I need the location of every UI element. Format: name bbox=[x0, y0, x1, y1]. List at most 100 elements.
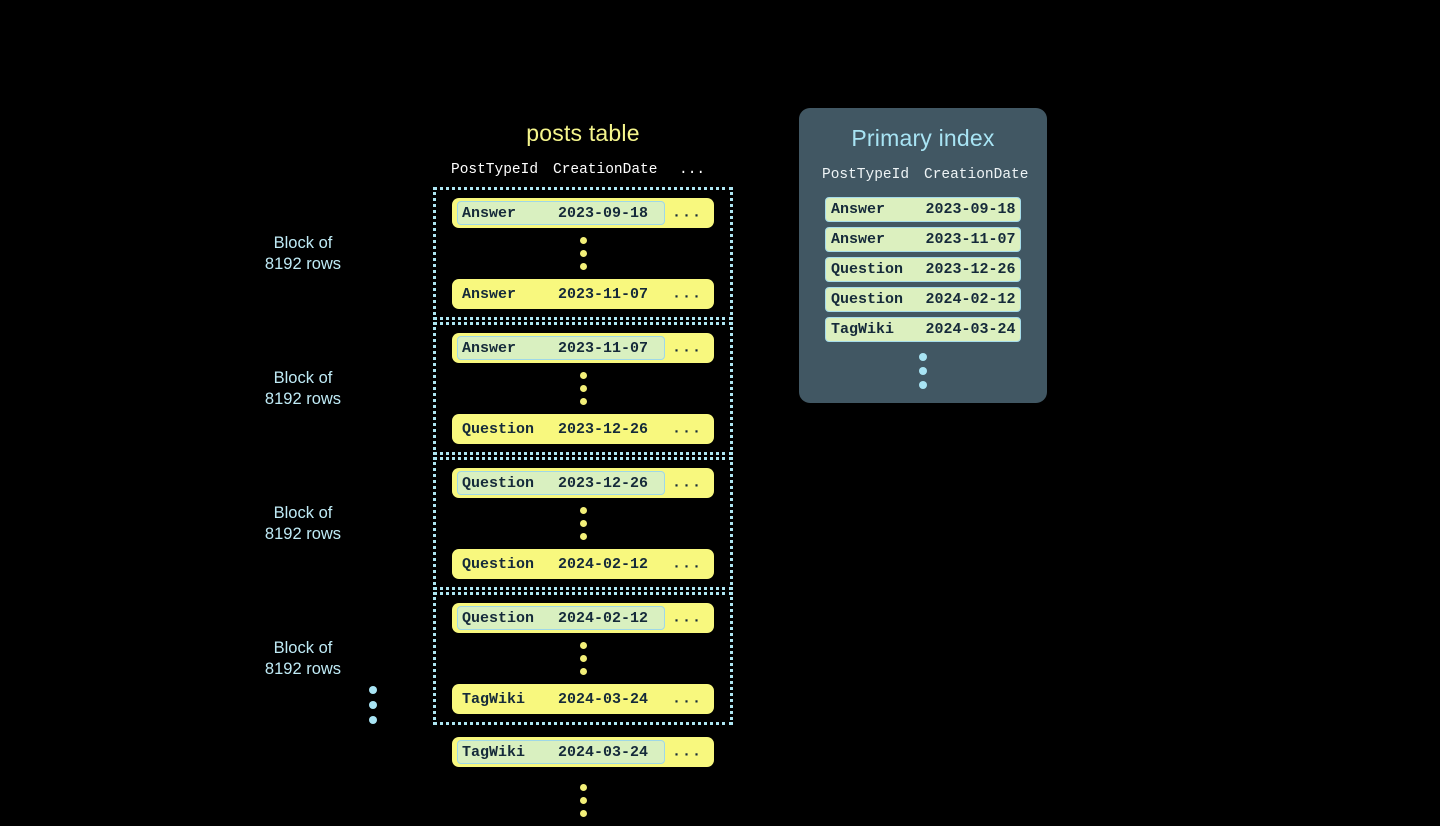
index-entry-row: Answer 2023-11-07 bbox=[825, 227, 1021, 252]
posts-table-tail-dots bbox=[433, 767, 733, 826]
highlighted-key-cells: Question 2023-12-26 bbox=[457, 471, 665, 495]
primary-index-title: Primary index bbox=[851, 125, 995, 151]
dot bbox=[579, 533, 587, 540]
dot bbox=[579, 797, 587, 804]
vertical-dots-yellow bbox=[436, 363, 730, 414]
dot bbox=[579, 642, 587, 649]
cell-posttypeid: Answer bbox=[831, 201, 886, 218]
cell-ellipsis: ... bbox=[671, 690, 702, 708]
key-cells: Answer 2023-11-07 bbox=[457, 282, 665, 306]
storage-block: Answer 2023-09-18... Answer 2023-11-07... bbox=[433, 187, 733, 320]
cell-ellipsis: ... bbox=[671, 609, 702, 627]
cell-creationdate: 2024-02-12 bbox=[558, 609, 649, 627]
cell-posttypeid: Answer bbox=[831, 231, 886, 248]
cell-creationdate: 2023-12-26 bbox=[925, 261, 1016, 278]
dot bbox=[579, 668, 587, 675]
index-entry-row: Question 2023-12-26 bbox=[825, 257, 1021, 282]
cell-creationdate: 2023-12-26 bbox=[558, 420, 649, 438]
cell-creationdate: 2023-09-18 bbox=[558, 204, 649, 222]
cell-posttypeid: Question bbox=[462, 555, 535, 573]
dot bbox=[369, 716, 377, 724]
left-continuation-dots bbox=[369, 686, 377, 724]
column-header-posttypeid: PostTypeId bbox=[451, 162, 539, 178]
cell-ellipsis: ... bbox=[671, 555, 702, 573]
column-header-posttypeid: PostTypeId bbox=[822, 167, 910, 183]
dot bbox=[579, 263, 587, 270]
block-label: Block of 8192 rows bbox=[264, 368, 342, 408]
dot bbox=[579, 520, 587, 527]
posts-table-column-headers: PostTypeId CreationDate ... bbox=[433, 162, 733, 184]
dot bbox=[579, 385, 587, 392]
cell-creationdate: 2024-03-24 bbox=[925, 321, 1016, 338]
dot bbox=[579, 237, 587, 244]
cell-ellipsis: ... bbox=[671, 285, 702, 303]
highlighted-key-cells: Answer 2023-09-18 bbox=[457, 201, 665, 225]
column-header-creationdate: CreationDate bbox=[553, 162, 658, 178]
cell-posttypeid: TagWiki bbox=[462, 743, 526, 761]
primary-index-panel: Primary index PostTypeId CreationDate An… bbox=[799, 108, 1047, 403]
cell-posttypeid: Question bbox=[462, 474, 535, 492]
cell-ellipsis: ... bbox=[671, 743, 702, 761]
key-cells: TagWiki 2024-03-24 bbox=[457, 687, 665, 711]
column-header-ellipsis: ... bbox=[679, 162, 706, 178]
cell-creationdate: 2024-03-24 bbox=[558, 690, 649, 708]
cell-posttypeid: Answer bbox=[462, 285, 517, 303]
cell-posttypeid: Question bbox=[831, 291, 904, 308]
dot bbox=[369, 686, 377, 694]
posts-table-title: posts table bbox=[526, 120, 640, 146]
cell-creationdate: 2024-03-24 bbox=[558, 743, 649, 761]
cell-creationdate: 2023-11-07 bbox=[558, 285, 649, 303]
cell-creationdate: 2023-11-07 bbox=[925, 231, 1016, 248]
dot bbox=[579, 784, 587, 791]
dot bbox=[369, 701, 377, 709]
table-row: Answer 2023-11-07... bbox=[452, 279, 714, 309]
vertical-dots-yellow bbox=[433, 775, 733, 826]
index-entry-row: Answer 2023-09-18 bbox=[825, 197, 1021, 222]
table-row: Question 2023-12-26... bbox=[452, 468, 714, 498]
cell-creationdate: 2023-12-26 bbox=[558, 474, 649, 492]
cell-creationdate: 2024-02-12 bbox=[925, 291, 1016, 308]
cell-creationdate: 2023-09-18 bbox=[925, 201, 1016, 218]
vertical-dots-yellow bbox=[436, 228, 730, 279]
cell-ellipsis: ... bbox=[671, 339, 702, 357]
highlighted-key-cells: Answer 2023-11-07 bbox=[457, 336, 665, 360]
cell-posttypeid: Question bbox=[831, 261, 904, 278]
table-row: TagWiki 2024-03-24... bbox=[452, 737, 714, 767]
dot bbox=[579, 250, 587, 257]
posts-table-group: posts table PostTypeId CreationDate ... … bbox=[433, 118, 733, 826]
dot bbox=[919, 353, 927, 361]
block-label: Block of 8192 rows bbox=[264, 503, 342, 543]
cell-ellipsis: ... bbox=[671, 204, 702, 222]
dot bbox=[579, 507, 587, 514]
dot bbox=[579, 810, 587, 817]
dot bbox=[919, 381, 927, 389]
column-header-creationdate: CreationDate bbox=[924, 167, 1029, 183]
cell-posttypeid: TagWiki bbox=[462, 690, 526, 708]
cell-ellipsis: ... bbox=[671, 474, 702, 492]
highlighted-key-cells: TagWiki 2024-03-24 bbox=[457, 740, 665, 764]
cell-ellipsis: ... bbox=[671, 420, 702, 438]
posts-table-tail-row-wrap: TagWiki 2024-03-24... bbox=[433, 727, 733, 767]
dot bbox=[579, 655, 587, 662]
primary-index-continuation-dots bbox=[799, 353, 1047, 389]
primary-index-column-headers: PostTypeId CreationDate bbox=[799, 167, 1047, 189]
cell-posttypeid: Answer bbox=[462, 204, 517, 222]
cell-creationdate: 2023-11-07 bbox=[558, 339, 649, 357]
cell-posttypeid: Answer bbox=[462, 339, 517, 357]
index-entry-row: Question 2024-02-12 bbox=[825, 287, 1021, 312]
dot bbox=[919, 367, 927, 375]
vertical-dots-yellow bbox=[436, 498, 730, 549]
block-label: Block of 8192 rows bbox=[264, 638, 342, 678]
